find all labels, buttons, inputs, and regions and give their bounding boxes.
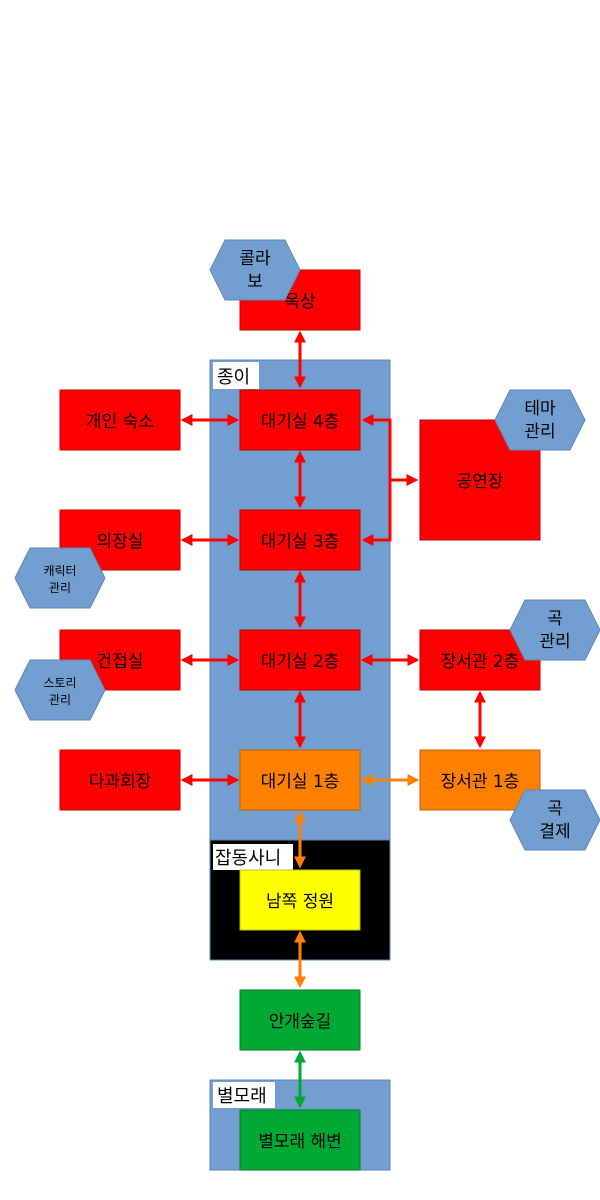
room-wait2-label: 대기실 2층 xyxy=(261,652,340,672)
room-library1[interactable]: 장서관 1층 xyxy=(419,749,541,811)
badge-theme-line1: 테마 xyxy=(524,399,556,419)
badge-story-line1: 스토리 xyxy=(43,676,76,690)
room-dorm[interactable]: 개인 숙소 xyxy=(59,389,181,451)
room-tea[interactable]: 다과회장 xyxy=(59,749,181,811)
badge-character-line1: 캐릭터 xyxy=(43,564,76,578)
room-tea-label: 다과회장 xyxy=(89,772,152,792)
group-sand-label: 별모래 xyxy=(217,1086,267,1107)
badge-character[interactable]: 캐릭터 관리 xyxy=(14,547,106,609)
badge-theme[interactable]: 테마 관리 xyxy=(494,389,586,451)
badge-theme-line2: 관리 xyxy=(524,422,555,442)
room-beach[interactable]: 별모래 해변 xyxy=(239,1109,361,1171)
room-wait1-label: 대기실 1층 xyxy=(261,772,340,792)
group-paper-label: 종이 xyxy=(217,367,250,388)
badge-collab-line2: 보 xyxy=(247,272,263,292)
badge-song-pay-line2: 결제 xyxy=(539,822,570,842)
room-beach-label: 별모래 해변 xyxy=(258,1132,342,1152)
room-library1-label: 장서관 1층 xyxy=(441,772,520,792)
room-forest[interactable]: 안개숲길 xyxy=(239,989,361,1051)
room-concert-label: 공연장 xyxy=(457,472,504,492)
badge-song-manage-line1: 곡 xyxy=(547,609,563,629)
badge-collab-line1: 콜라 xyxy=(239,249,271,269)
room-gunjeop-label: 건접실 xyxy=(97,652,144,672)
room-wait4-label: 대기실 4층 xyxy=(261,412,340,432)
badge-song-pay-line1: 곡 xyxy=(547,799,563,819)
room-wait3-label: 대기실 3층 xyxy=(261,532,340,552)
badge-story[interactable]: 스토리 관리 xyxy=(14,659,106,721)
room-forest-label: 안개숲길 xyxy=(269,1012,332,1032)
room-garden[interactable]: 남쪽 정원 xyxy=(239,869,361,931)
room-dorm-label: 개인 숙소 xyxy=(86,412,154,432)
room-library2-label: 장서관 2층 xyxy=(441,652,520,672)
badge-song-pay[interactable]: 곡 결제 xyxy=(509,789,600,851)
badge-character-line2: 관리 xyxy=(49,581,71,595)
room-rooftop-label: 옥상 xyxy=(284,292,316,312)
room-wait2[interactable]: 대기실 2층 xyxy=(239,629,361,691)
badge-collab[interactable]: 콜라 보 xyxy=(209,239,301,301)
room-wait3[interactable]: 대기실 3층 xyxy=(239,509,361,571)
room-wait4[interactable]: 대기실 4층 xyxy=(239,389,361,451)
badge-story-line2: 관리 xyxy=(49,693,71,707)
badge-song-manage[interactable]: 곡 관리 xyxy=(509,599,600,661)
badge-song-manage-line2: 관리 xyxy=(539,632,570,652)
room-wait1[interactable]: 대기실 1층 xyxy=(239,749,361,811)
group-misc-label: 잡동사니 xyxy=(215,848,281,869)
room-costume-label: 의장실 xyxy=(97,532,144,552)
room-garden-label: 남쪽 정원 xyxy=(266,892,334,912)
arrows xyxy=(180,330,486,1109)
